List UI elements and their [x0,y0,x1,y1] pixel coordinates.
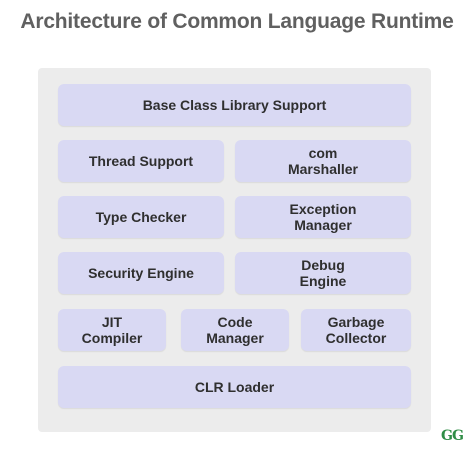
debug-engine-block: Debug Engine [235,252,411,294]
com-marshaller-label: com Marshaller [287,145,359,177]
code-manager-block: Code Manager [181,309,289,351]
jit-compiler-label: JIT Compiler [81,314,143,346]
geeksforgeeks-logo: GG [441,428,464,444]
garbage-collector-block: Garbage Collector [301,309,411,351]
type-checker-label: Type Checker [95,209,187,225]
debug-engine-label: Debug Engine [299,257,347,289]
code-manager-label: Code Manager [206,314,264,346]
type-checker-block: Type Checker [58,196,224,238]
diagram-title: Architecture of Common Language Runtime [20,10,454,33]
base-class-library-label: Base Class Library Support [142,97,327,113]
com-marshaller-block: com Marshaller [235,140,411,182]
exception-manager-label: Exception Manager [289,201,357,233]
garbage-collector-label: Garbage Collector [325,314,387,346]
exception-manager-block: Exception Manager [235,196,411,238]
jit-compiler-block: JIT Compiler [58,309,166,351]
security-engine-label: Security Engine [88,265,194,281]
thread-support-label: Thread Support [88,153,194,169]
base-class-library-block: Base Class Library Support [58,84,411,126]
thread-support-block: Thread Support [58,140,224,182]
security-engine-block: Security Engine [58,252,224,294]
clr-loader-label: CLR Loader [194,379,275,395]
clr-loader-block: CLR Loader [58,366,411,408]
